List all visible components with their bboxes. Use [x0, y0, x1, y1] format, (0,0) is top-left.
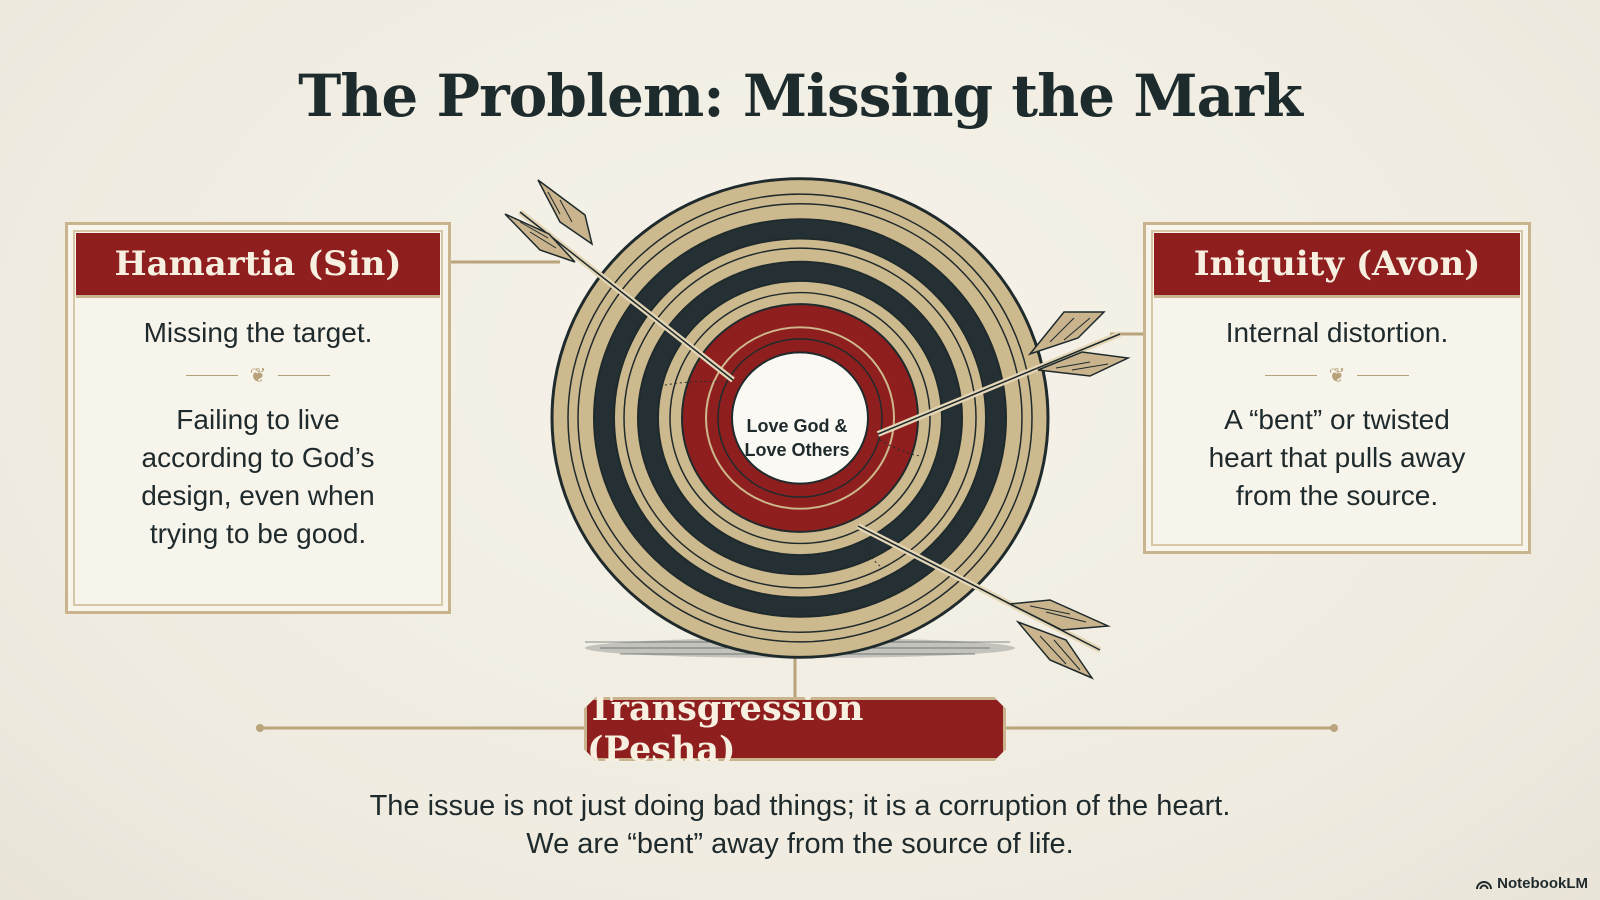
hamartia-lead: Missing the target. [143, 317, 373, 348]
hamartia-description: Failing to live according to God’s desig… [98, 401, 418, 553]
transgression-heading: Transgression (Pesha) [584, 697, 1006, 761]
iniquity-lead: Internal distortion. [1225, 317, 1449, 348]
hamartia-desc-line: design, even when [141, 480, 375, 511]
brand-label: NotebookLM [1497, 875, 1588, 892]
flourish-icon: ❦ [1328, 363, 1346, 387]
iniquity-card: Iniquity (Avon) Internal distortion. ❦ A… [1143, 222, 1531, 554]
brand-watermark: NotebookLM [1476, 875, 1588, 892]
iniquity-desc-line: from the source. [1235, 480, 1439, 511]
notebooklm-logo-icon [1476, 880, 1493, 889]
target-label-line2: Love Others [744, 440, 849, 460]
arrow-upper-left [504, 179, 735, 387]
arrow-lower-right [856, 523, 1111, 680]
hamartia-desc-line: Failing to live [176, 404, 340, 435]
target-label-line1: Love God & [746, 416, 847, 436]
hamartia-heading: Hamartia (Sin) [76, 233, 440, 298]
footer-line-2: We are “bent” away from the source of li… [526, 828, 1074, 860]
hamartia-card: Hamartia (Sin) Missing the target. ❦ Fai… [65, 222, 451, 614]
page-title: The Problem: Missing the Mark [298, 62, 1303, 130]
iniquity-desc-line: A “bent” or twisted [1224, 404, 1450, 435]
flourish-icon: ❦ [249, 363, 267, 387]
target-rings [550, 177, 1050, 659]
hamartia-desc-line: according to God’s [141, 442, 375, 473]
footer-line-1: The issue is not just doing bad things; … [369, 790, 1231, 822]
hamartia-divider: ❦ [68, 363, 448, 387]
iniquity-description: A “bent” or twisted heart that pulls awa… [1176, 401, 1498, 515]
hamartia-desc-line: trying to be good. [149, 518, 367, 549]
iniquity-heading: Iniquity (Avon) [1154, 233, 1520, 298]
iniquity-desc-line: heart that pulls away [1208, 442, 1466, 473]
iniquity-divider: ❦ [1146, 363, 1528, 387]
arrow-right-upper [876, 311, 1131, 457]
